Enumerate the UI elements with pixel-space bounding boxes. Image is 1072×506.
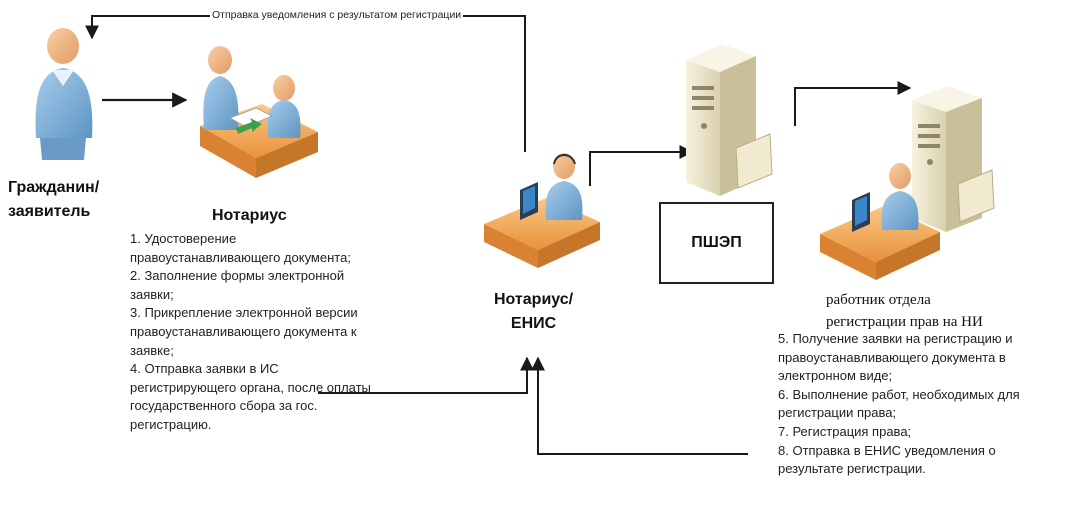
registry-step-line: регистрации права; xyxy=(778,405,897,421)
pshep-label: ПШЭП xyxy=(691,234,742,251)
server-2-icon xyxy=(912,86,995,232)
citizen-label-line1: Гражданин/ xyxy=(8,179,100,196)
notary-step-line: государственного сбора за гос. xyxy=(130,398,318,414)
server-1-icon xyxy=(686,44,773,196)
notary-step-line: заявке; xyxy=(130,342,174,358)
registry-step-line: результате регистрации. xyxy=(778,461,926,477)
registry-step-line: 7. Регистрация права; xyxy=(778,423,912,439)
notary-step-line: правоустанавливающего документа; xyxy=(130,249,351,265)
notary-steps: 1. Удостоверение правоустанавливающего д… xyxy=(130,230,371,435)
registry-steps: 5. Получение заявки на регистрацию и пра… xyxy=(778,330,1020,479)
notary-step-line: заявки; xyxy=(130,286,174,302)
notary-step-line: 2. Заполнение формы электронной xyxy=(130,268,345,284)
registry-step-line: 8. Отправка в ЕНИС уведомления о xyxy=(778,442,996,458)
notary-step-line: 1. Удостоверение xyxy=(130,231,237,246)
enis-to-server-arrow xyxy=(589,145,694,186)
notary-step-line: 3. Прикрепление электронной версии xyxy=(130,305,358,321)
pshep-box: ПШЭП xyxy=(659,202,774,284)
notary-step-line: правоустанавливающего документа к xyxy=(130,323,357,339)
registry-to-enis-arrow xyxy=(531,356,748,455)
enis-workstation-icon xyxy=(484,153,600,268)
registry-worker-label: работник отдела регистрации прав на НИ xyxy=(826,289,983,333)
notary-title: Нотариус xyxy=(212,207,287,224)
registry-worker-line1: работник отдела xyxy=(826,292,931,308)
registry-step-line: 5. Получение заявки на регистрацию и xyxy=(778,331,1013,346)
notary-enis-line2: ЕНИС xyxy=(510,315,557,332)
registry-step-line: 6. Выполнение работ, необходимых для xyxy=(778,386,1020,402)
citizen-label: Гражданин/ заявитель xyxy=(8,176,99,224)
citizen-label-line2: заявитель xyxy=(8,203,91,220)
server-to-server-arrow xyxy=(794,81,912,126)
notification-arrow-label: Отправка уведомления с результатом регис… xyxy=(210,9,464,21)
registry-worker-icon xyxy=(820,163,940,280)
citizen-icon xyxy=(35,28,93,160)
registry-worker-line2: регистрации прав на НИ xyxy=(826,314,983,330)
notary-step-line: регистрирующего органа, после оплаты xyxy=(130,379,371,395)
notary-step-line: 4. Отправка заявки в ИС xyxy=(130,361,279,377)
notary-enis-line1: Нотариус/ xyxy=(494,291,574,308)
registry-step-line: правоустанавливающего документа в xyxy=(778,349,1006,365)
notary-to-enis-arrow xyxy=(318,356,534,394)
notary-enis-label: Нотариус/ ЕНИС xyxy=(494,288,573,336)
notary-desk-icon xyxy=(200,46,318,178)
registry-step-line: электронном виде; xyxy=(778,368,893,384)
notary-step-line: регистрацию. xyxy=(130,416,212,432)
